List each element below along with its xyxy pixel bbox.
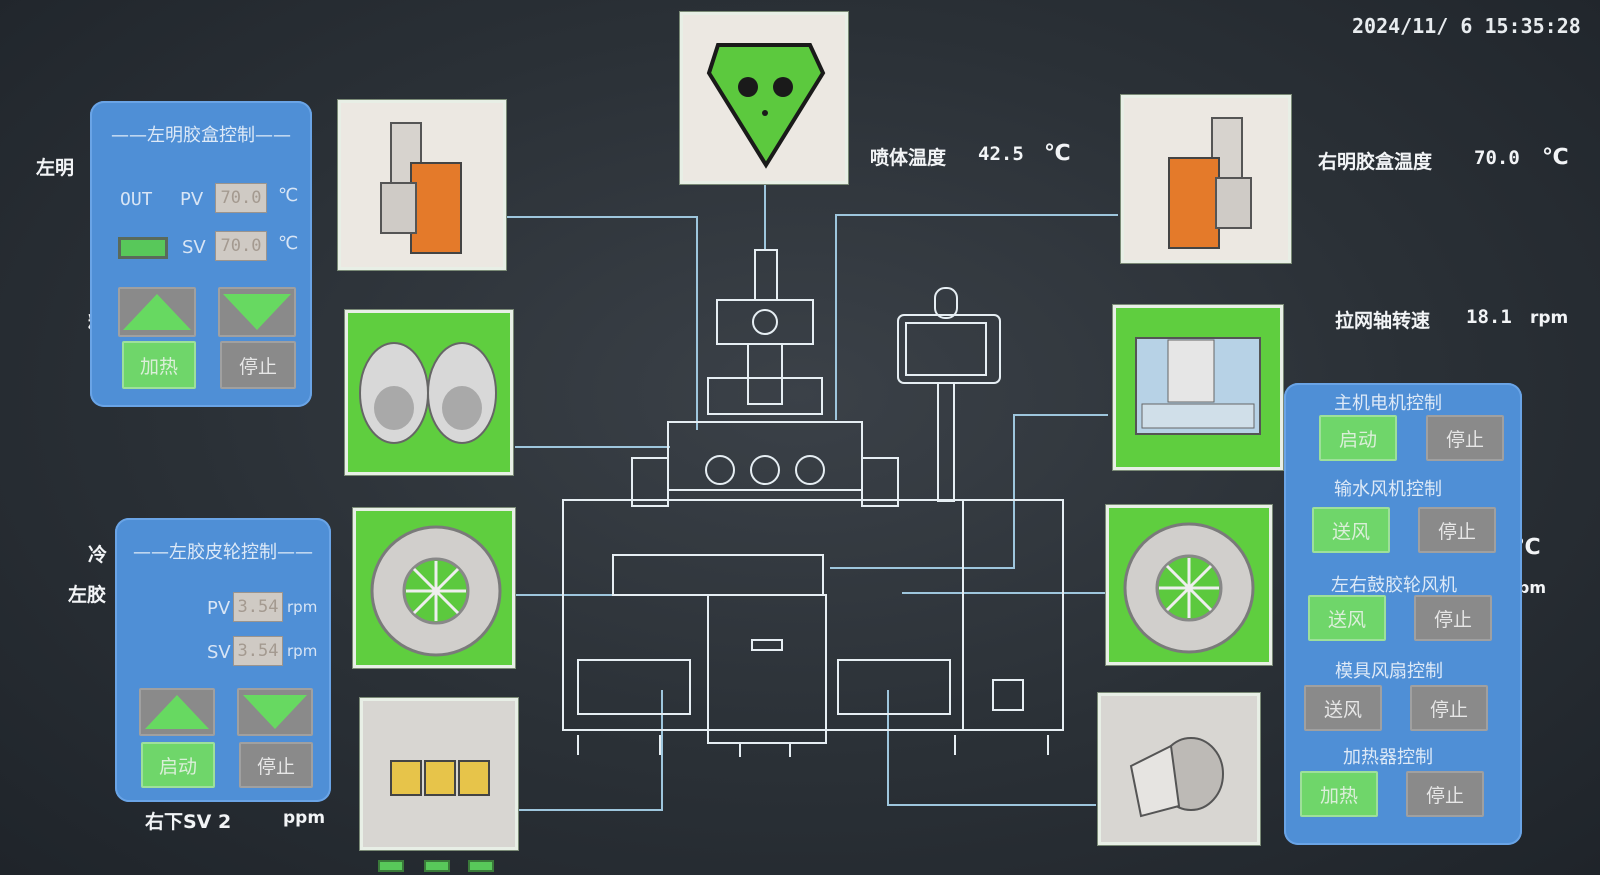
- group-title-water-fan: 输水风机控制: [1334, 479, 1442, 500]
- left-wheel-panel-title: ——左胶皮轮控制——: [133, 542, 313, 563]
- status-light-3: [468, 860, 494, 872]
- left-gelatin-box-tile[interactable]: [338, 100, 506, 270]
- temp-increase-button[interactable]: [118, 287, 196, 337]
- main-motor-stop-button[interactable]: 停止: [1426, 415, 1504, 461]
- pv-unit: ℃: [278, 185, 299, 206]
- pv-label: PV: [180, 189, 204, 210]
- speed-increase-button[interactable]: [139, 688, 215, 736]
- status-light-2: [424, 860, 450, 872]
- water-fan-on-label: 送风: [1331, 520, 1370, 543]
- left-partial-label-4: 左胶: [68, 584, 107, 606]
- left-wheel-tile[interactable]: [353, 508, 515, 668]
- mold-fan-on-label: 送风: [1323, 698, 1362, 721]
- wheel-fan-on-label: 送风: [1327, 608, 1366, 631]
- right-conveyor-tile[interactable]: [1113, 305, 1283, 470]
- wheel-fan-stop-label: 停止: [1433, 608, 1472, 631]
- wheel-icon-right: [1123, 522, 1255, 654]
- mold-fan-on-button[interactable]: 送风: [1304, 685, 1382, 731]
- mold-fan-stop-label: 停止: [1429, 698, 1468, 721]
- group-title-heater: 加热器控制: [1343, 747, 1433, 768]
- wheel-pv-unit: rpm: [287, 598, 318, 616]
- wheel-pv-field: 3.54: [233, 592, 283, 622]
- left-pump-tile[interactable]: [360, 698, 518, 850]
- main-motor-start-button[interactable]: 启动: [1319, 415, 1397, 461]
- sv-unit: ℃: [278, 233, 299, 254]
- gelatin-box-icon: [380, 122, 462, 254]
- heater-on-button[interactable]: 加热: [1300, 771, 1378, 817]
- out-indicator: [118, 237, 168, 259]
- pull-speed-value: 18.1: [1466, 306, 1512, 328]
- heater-on-label: 加热: [1319, 784, 1358, 807]
- wheel-start-label: 启动: [158, 755, 197, 778]
- group-title-mold-fan: 模具风扇控制: [1335, 661, 1443, 682]
- wheel-sv-field[interactable]: 3.54: [233, 636, 283, 666]
- temp-decrease-button[interactable]: [218, 287, 296, 337]
- left-gelatin-box-panel: ——左明胶盒控制—— OUT PV 70.0 ℃ SV 70.0 ℃ 加热 停止: [90, 101, 312, 407]
- pump-icon: [390, 760, 490, 796]
- water-fan-stop-label: 停止: [1437, 520, 1476, 543]
- nozzle-temp-unit: ℃: [1044, 141, 1071, 166]
- sv-label: SV: [182, 237, 206, 258]
- left-partial-label-3: 冷: [88, 544, 108, 566]
- wheel-fan-on-button[interactable]: 送风: [1308, 595, 1386, 641]
- heat-stop-label: 停止: [238, 355, 277, 378]
- wheel-icon: [370, 525, 502, 657]
- right-box-temp-unit: ℃: [1542, 145, 1569, 170]
- heater-stop-button[interactable]: 停止: [1406, 771, 1484, 817]
- left-box-panel-title: ——左明胶盒控制——: [111, 125, 291, 146]
- arrow-up-icon: [123, 294, 191, 330]
- arrow-up-icon: [145, 695, 209, 729]
- left-partial-label-1: 左明: [36, 157, 75, 179]
- status-light-1: [378, 860, 404, 872]
- nozzle-tile[interactable]: [680, 12, 848, 184]
- right-box-temp-label: 右明胶盒温度: [1318, 151, 1433, 173]
- roller-pair-icon: [359, 342, 497, 444]
- main-motor-start-label: 启动: [1338, 428, 1377, 451]
- pv-value-field: 70.0: [215, 183, 267, 213]
- heat-button-label: 加热: [139, 355, 178, 378]
- main-motor-stop-label: 停止: [1445, 428, 1484, 451]
- gelatin-box-icon-right: [1168, 117, 1252, 249]
- right-box-temp-value: 70.0: [1474, 147, 1520, 169]
- mold-fan-stop-button[interactable]: 停止: [1410, 685, 1488, 731]
- water-fan-on-button[interactable]: 送风: [1312, 507, 1390, 553]
- nozzle-icon: [706, 43, 826, 169]
- conveyor-icon: [1135, 337, 1261, 435]
- water-fan-stop-button[interactable]: 停止: [1418, 507, 1496, 553]
- arrow-down-icon: [223, 294, 291, 330]
- pull-speed-label: 拉网轴转速: [1335, 310, 1431, 332]
- left-roller-tile[interactable]: [345, 310, 513, 475]
- heater-stop-label: 停止: [1425, 784, 1464, 807]
- right-wheel-tile[interactable]: [1106, 505, 1272, 665]
- fan-icon: [1129, 737, 1224, 818]
- wheel-sv-unit: rpm: [287, 642, 318, 660]
- wheel-pv-label: PV: [207, 598, 231, 619]
- group-title-main-motor: 主机电机控制: [1334, 393, 1442, 414]
- wheel-sv-label: SV: [207, 642, 231, 663]
- out-label: OUT: [120, 189, 153, 210]
- right-control-panel: 主机电机控制 启动 停止 输水风机控制 送风 停止 左右鼓胶轮风机 送风 停止 …: [1284, 383, 1522, 845]
- pull-speed-unit: rpm: [1530, 308, 1569, 328]
- nozzle-temp-label: 喷体温度: [870, 147, 947, 169]
- right-fan-tile[interactable]: [1098, 693, 1260, 845]
- speed-decrease-button[interactable]: [237, 688, 313, 736]
- heat-stop-button[interactable]: 停止: [220, 341, 296, 389]
- arrow-down-icon: [243, 695, 307, 729]
- right-gelatin-box-tile[interactable]: [1121, 95, 1291, 263]
- right-lower-sv-unit: ppm: [283, 808, 326, 828]
- wheel-start-button[interactable]: 启动: [141, 742, 215, 788]
- group-title-wheel-fan: 左右鼓胶轮风机: [1331, 575, 1457, 596]
- heat-button[interactable]: 加热: [122, 341, 196, 389]
- wheel-fan-stop-button[interactable]: 停止: [1414, 595, 1492, 641]
- wheel-stop-button[interactable]: 停止: [239, 742, 313, 788]
- right-lower-sv-label: 右下SV 2: [145, 811, 232, 833]
- sv-value-field[interactable]: 70.0: [215, 231, 267, 261]
- left-rubber-wheel-panel: ——左胶皮轮控制—— PV 3.54 rpm SV 3.54 rpm 启动 停止: [115, 518, 331, 802]
- nozzle-temp-value: 42.5: [978, 143, 1024, 165]
- wheel-stop-label: 停止: [256, 755, 295, 778]
- clock: 2024/11/ 6 15:35:28: [1352, 14, 1581, 38]
